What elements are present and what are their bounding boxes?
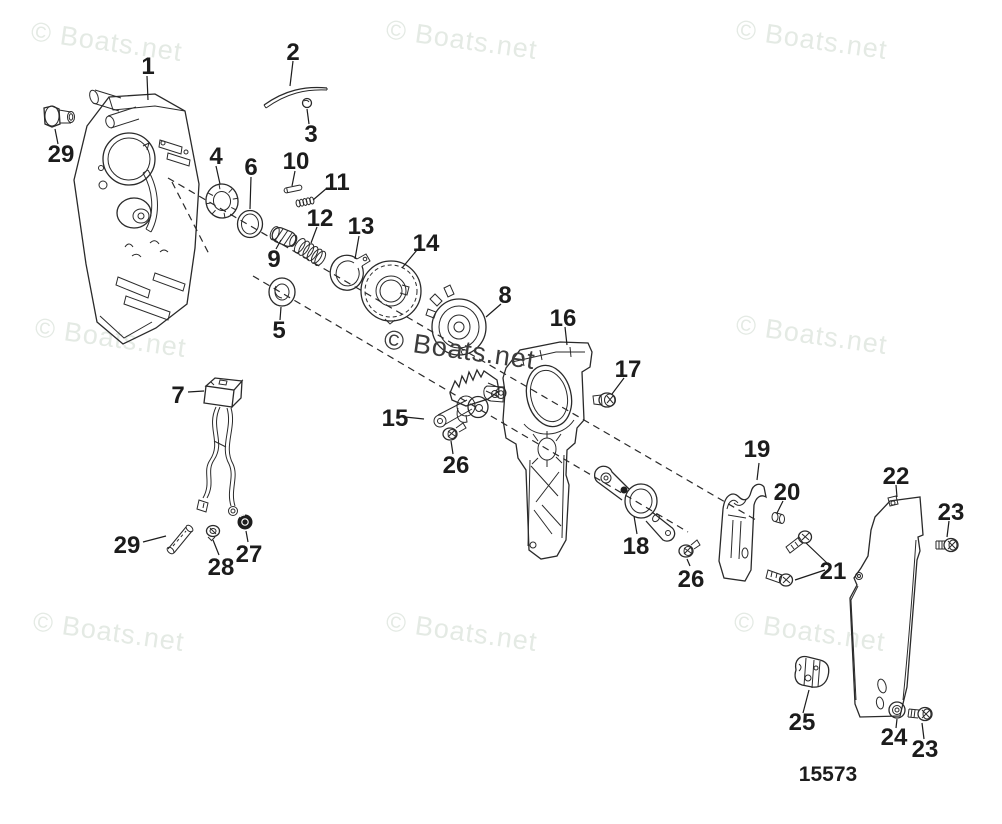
part-2-wire <box>263 86 328 109</box>
callout-labels: 1 2 3 4 6 10 11 12 13 14 9 5 8 16 17 15 … <box>48 39 965 763</box>
part-16-bracket <box>483 341 593 560</box>
callout-6: 6 <box>244 154 257 181</box>
watermark-top-left: © Boats.net <box>29 16 184 67</box>
leader-lines <box>54 60 950 740</box>
callout-8: 8 <box>498 282 511 309</box>
callout-13: 13 <box>348 213 375 240</box>
callout-26-lower: 26 <box>678 566 705 593</box>
part-26-screw-upper <box>442 422 467 441</box>
part-13-retaining-ring <box>329 253 371 291</box>
part-1-housing <box>73 89 200 345</box>
callout-1: 1 <box>141 53 154 80</box>
callout-14: 14 <box>413 230 440 257</box>
callout-17: 17 <box>615 356 642 383</box>
callout-10: 10 <box>283 148 310 175</box>
part-7-switch <box>196 377 244 516</box>
part-26-screw-lower <box>678 539 701 558</box>
part-4-washer <box>205 183 239 219</box>
watermark-mid-left: © Boats.net <box>33 312 188 363</box>
watermark-top-center: © Boats.net <box>384 14 539 65</box>
callout-29-bottom: 29 <box>114 532 141 559</box>
watermark-bottom-center: © Boats.net <box>384 606 539 657</box>
part-6-oring <box>236 209 264 239</box>
callout-2: 2 <box>286 39 299 66</box>
part-24-washer <box>888 701 906 719</box>
part-12-spring <box>293 238 327 266</box>
callout-7: 7 <box>171 382 184 409</box>
callout-27: 27 <box>236 541 263 568</box>
part-8-drum <box>425 284 487 356</box>
callout-18: 18 <box>623 533 650 560</box>
watermark-mid-right: © Boats.net <box>734 309 889 360</box>
callout-23-lower: 23 <box>912 736 939 763</box>
callout-21: 21 <box>820 558 847 585</box>
part-23-screw-upper <box>935 537 959 553</box>
callout-5: 5 <box>272 317 285 344</box>
callout-25: 25 <box>789 709 816 736</box>
callout-22: 22 <box>883 463 910 490</box>
part-10-pin <box>283 184 303 194</box>
callout-3: 3 <box>304 121 317 148</box>
callout-9: 9 <box>267 246 280 273</box>
callout-20: 20 <box>774 479 801 506</box>
watermark-top-right: © Boats.net <box>734 14 889 65</box>
watermark-bottom-left: © Boats.net <box>31 606 186 657</box>
part-3-nut <box>301 97 313 109</box>
part-20-pin <box>771 512 785 524</box>
part-27-nut <box>237 514 253 530</box>
callout-26-upper: 26 <box>443 452 470 479</box>
part-22-cover-plate <box>849 495 924 718</box>
callout-4: 4 <box>209 143 223 170</box>
part-5-seal <box>268 277 296 307</box>
callout-15: 15 <box>382 405 409 432</box>
part-28-screw <box>205 524 221 542</box>
callout-12: 12 <box>307 205 334 232</box>
callout-24: 24 <box>881 724 908 751</box>
part-23-screw-lower <box>907 706 933 722</box>
part-14-cam <box>360 260 422 325</box>
callout-16: 16 <box>550 305 577 332</box>
callout-23-upper: 23 <box>938 499 965 526</box>
part-29-bushing <box>43 105 75 128</box>
part-25-clamp <box>794 655 830 689</box>
part-11-spring <box>295 196 315 208</box>
drawing-number: 15573 <box>799 763 857 786</box>
callout-19: 19 <box>744 436 771 463</box>
part-29-pin <box>166 524 194 555</box>
callout-28: 28 <box>208 554 235 581</box>
callout-11: 11 <box>324 169 349 196</box>
watermark-bottom-right: © Boats.net <box>732 606 887 657</box>
part-17-screw <box>592 392 616 408</box>
part-18-lever <box>593 465 676 542</box>
part-21-screws <box>765 530 813 587</box>
callout-29-top: 29 <box>48 141 75 168</box>
part-19-bracket <box>718 483 767 582</box>
